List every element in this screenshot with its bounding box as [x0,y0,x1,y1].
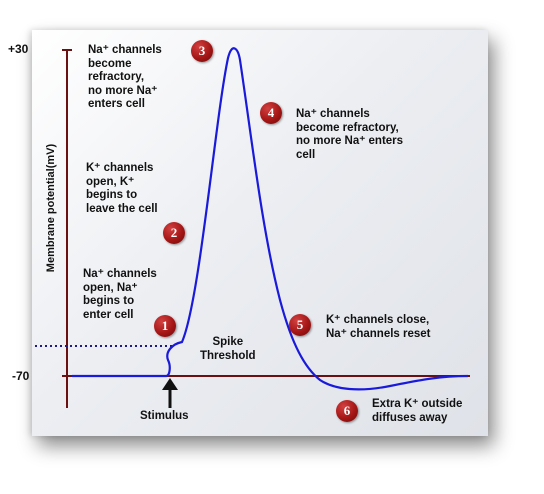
step-2-text: K⁺ channels open, K⁺ begins to leave the… [86,162,158,215]
y-axis-label: Membrane potential(mV) [45,143,57,273]
stimulus-label: Stimulus [140,410,189,422]
diagram-card [32,30,488,436]
step-5-badge: 5 [289,314,311,336]
step-5-text: K⁺ channels close, Na⁺ channels reset [326,314,431,340]
step-1-text: Na⁺ channels open, Na⁺ begins to enter c… [83,268,157,321]
step-2-badge: 2 [163,222,185,244]
stimulus-arrow-head [162,378,178,390]
tick-label-30: +30 [8,42,29,56]
step-3-text: Na⁺ channels become refractory, no more … [88,44,162,110]
step-6-badge: 6 [336,400,358,422]
action-potential-curve [72,47,469,391]
spike-threshold-label: Spike Threshold [200,336,256,362]
step-1-badge: 1 [154,315,176,337]
step-4-badge: 4 [260,102,282,124]
step-6-text: Extra K⁺ outside diffuses away [372,398,463,424]
tick-label-minus70: -70 [12,369,30,383]
step-4-text: Na⁺ channels become refractory, no more … [296,108,404,161]
step-3-badge: 3 [191,40,213,62]
